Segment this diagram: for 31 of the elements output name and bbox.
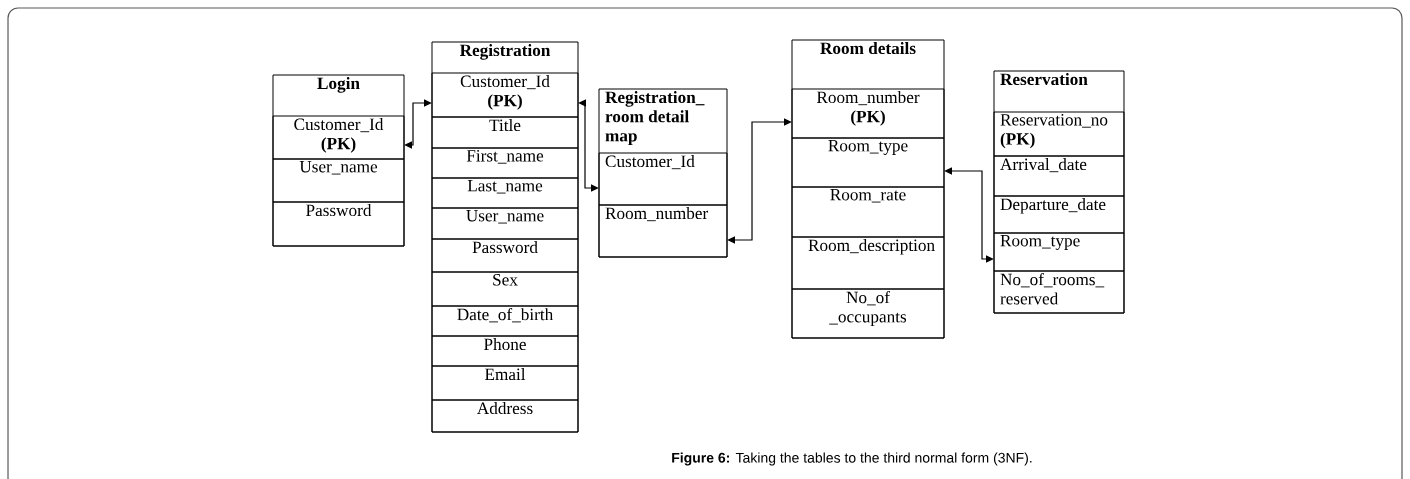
table-row: Room_type — [791, 137, 945, 188]
table-row: Reservation_no (PK) — [993, 111, 1125, 157]
table-row: Title — [431, 116, 579, 149]
table-row: Phone — [431, 335, 579, 367]
table-row: Sex — [431, 271, 579, 307]
table-row: Arrival_date — [993, 155, 1125, 197]
arrow — [404, 99, 432, 149]
table-row: Last_name — [431, 177, 579, 209]
table-row: Password — [431, 238, 579, 273]
table-row: Date_of_birth — [431, 305, 579, 337]
figure-caption: Figure 6: Taking the tables to the third normal form (3NF). — [672, 452, 1032, 466]
table-row: Customer_Id (PK) — [431, 72, 579, 118]
table-row: Room_rate — [791, 186, 945, 238]
table-row: Room_number — [598, 204, 728, 258]
table-row: Room_number (PK) — [791, 88, 945, 139]
table-row: No_of_rooms_ reserved — [993, 270, 1125, 314]
arrow — [727, 118, 792, 244]
table-row: Email — [431, 365, 579, 401]
arrow — [944, 167, 994, 263]
table-row: Departure_date — [993, 195, 1125, 234]
table-row: Address — [431, 399, 579, 433]
table-row: Room_type — [993, 232, 1125, 272]
table-row: First_name — [431, 147, 579, 179]
table-row: User_name — [272, 158, 405, 203]
table-row: User_name — [431, 207, 579, 240]
table-row: Room_description — [791, 236, 945, 290]
table-row: Customer_Id — [598, 152, 728, 206]
table-row: Customer_Id (PK) — [272, 115, 405, 160]
table-row: Password — [272, 201, 405, 247]
arrow — [578, 99, 599, 192]
table-row: No_of _occupants — [791, 288, 945, 339]
